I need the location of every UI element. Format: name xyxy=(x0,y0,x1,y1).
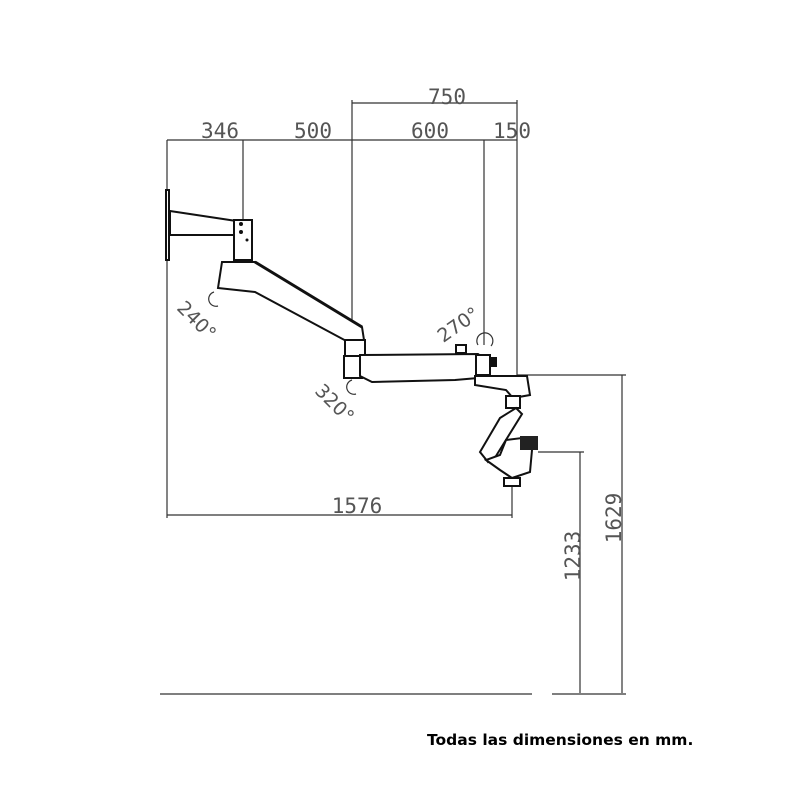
rotation-270-label: 270° xyxy=(434,303,484,347)
rotation-arc-icon xyxy=(476,332,494,347)
dim-346: 346 xyxy=(201,119,239,143)
dim-500: 500 xyxy=(294,119,332,143)
rotation-320-label: 320° xyxy=(310,380,358,428)
dim-1233: 1233 xyxy=(561,531,585,582)
rotation-240-label: 240° xyxy=(172,297,220,345)
units-caption: Todas las dimensiones en mm. xyxy=(427,731,694,749)
rotation-arc-icon xyxy=(346,379,357,395)
dim-750: 750 xyxy=(428,85,466,109)
dim-600: 600 xyxy=(411,119,449,143)
dim-1576: 1576 xyxy=(332,494,383,518)
dim-1629: 1629 xyxy=(602,493,626,544)
rotation-arc-icon xyxy=(208,291,219,307)
dimension-lines xyxy=(160,100,626,695)
dim-150: 150 xyxy=(493,119,531,143)
microscope-arm xyxy=(165,189,538,487)
